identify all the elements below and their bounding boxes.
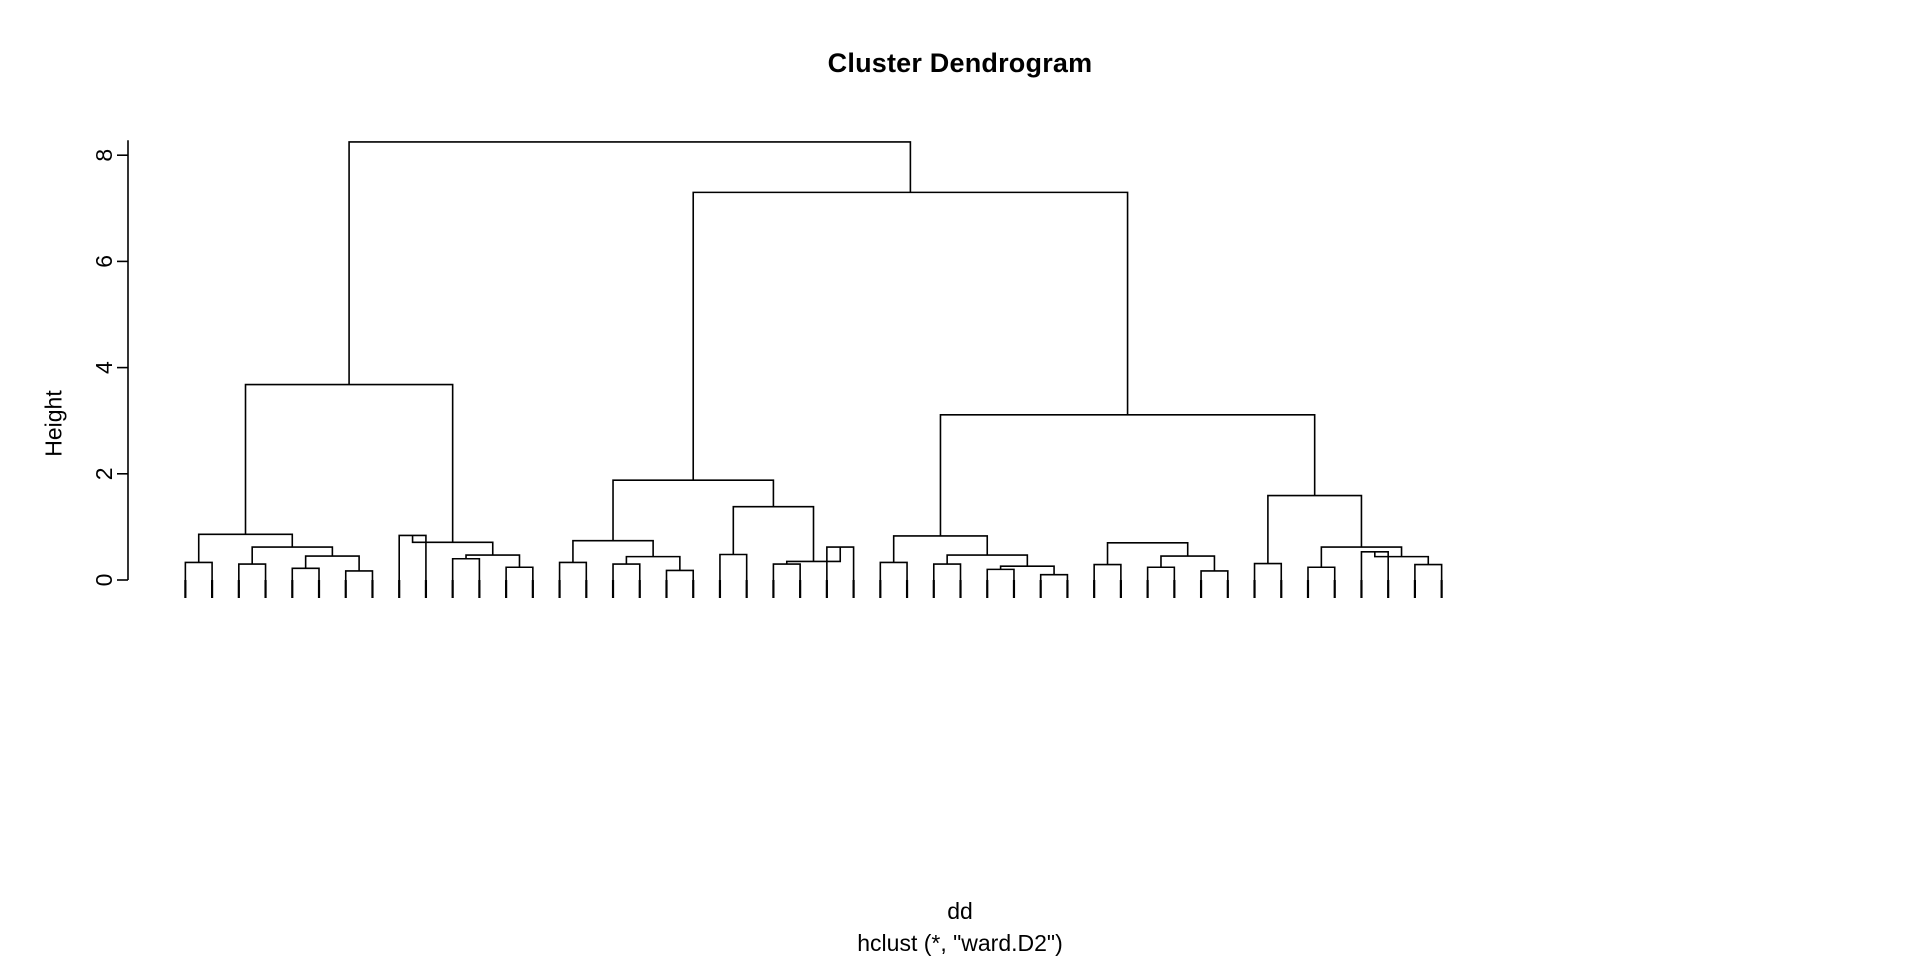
dendrogram-branch	[465, 554, 521, 568]
dendrogram-branch	[932, 563, 962, 580]
y-axis-tick-label: 8	[91, 149, 117, 162]
x-axis-label: dd	[947, 898, 973, 924]
dendrogram-branch	[184, 561, 213, 580]
dendrogram-branch	[197, 533, 294, 563]
y-axis-tick-label: 0	[91, 574, 117, 587]
dendrogram-branch	[772, 563, 801, 580]
y-axis-tick-label: 6	[91, 255, 117, 268]
dendrogram-branch	[1267, 494, 1363, 564]
dendrogram-branch	[1093, 563, 1122, 580]
dendrogram-branch	[1414, 563, 1443, 580]
dendrogram-branch	[732, 505, 815, 562]
plot-title: Cluster Dendrogram	[827, 48, 1093, 78]
dendrogram-branch	[451, 557, 481, 580]
dendrogram-branch	[692, 191, 1129, 481]
dendrogram-branch	[558, 561, 588, 580]
dendrogram-branch	[665, 569, 695, 580]
dendrogram-branch	[1146, 566, 1176, 580]
dendrogram-branch	[939, 414, 1316, 536]
dendrogram-branch	[719, 553, 748, 580]
dendrogram-branch	[1106, 542, 1189, 565]
dendrogram-branch	[505, 566, 534, 580]
leaf-tick-marks	[184, 580, 1443, 598]
dendrogram-branch	[986, 568, 1015, 580]
dendrogram-branch	[238, 563, 267, 580]
dendrogram-branch	[1160, 555, 1216, 571]
dendrogram-branch	[612, 563, 641, 580]
y-axis: 0 2 4 6 8	[91, 140, 129, 587]
dendrogram-branch	[999, 565, 1055, 575]
dendrogram-tree	[184, 141, 1443, 580]
dendrogram-branch	[1200, 570, 1229, 580]
dendrogram-branch	[291, 567, 320, 580]
dendrogram-branch	[1039, 573, 1069, 580]
dendrogram-branch	[348, 141, 912, 385]
dendrogram-branch	[1253, 562, 1283, 580]
dendrogram-branch	[572, 539, 654, 563]
caption-block: dd hclust (*, "ward.D2")	[0, 896, 1920, 960]
dendrogram-branch	[1307, 566, 1336, 580]
dendrogram-branch	[892, 535, 989, 563]
dendrogram-branch	[344, 570, 374, 580]
dendrogram-branch	[612, 479, 775, 541]
dendrogram-branch	[244, 383, 454, 543]
y-axis-tick-label: 2	[91, 467, 117, 480]
plot-subtitle: hclust (*, "ward.D2")	[857, 930, 1063, 956]
dendrogram-branch	[879, 561, 908, 580]
y-axis-tick-label: 4	[91, 361, 117, 374]
